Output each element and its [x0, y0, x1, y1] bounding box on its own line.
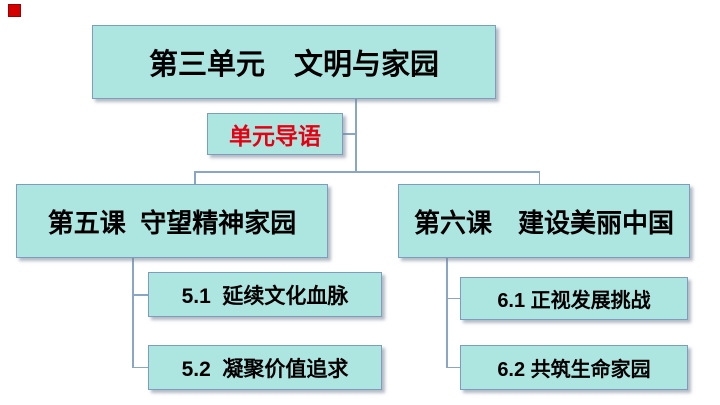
topic-5-2-box: 5.2 凝聚价值追求: [148, 345, 382, 390]
topic-6-2-box: 6.2 共筑生命家园: [460, 345, 688, 390]
unit-title-label: 第三单元 文明与家园: [148, 49, 439, 81]
unit-title-box: 第三单元 文明与家园: [92, 25, 496, 99]
connector-stub-5-2: [132, 366, 148, 368]
topic-6-1-box: 6.1 正视发展挑战: [460, 277, 688, 320]
connector-stub-5-1: [132, 294, 148, 296]
red-square-decoration: [8, 4, 21, 17]
topic-5-2-label: 5.2 凝聚价值追求: [181, 357, 349, 381]
lesson6-box: 第六课 建设美丽中国: [398, 184, 690, 258]
connector-title-vertical: [355, 99, 357, 172]
connector-horizontal-main: [194, 171, 540, 173]
lesson6-label: 第六课 建设美丽中国: [413, 207, 674, 238]
unit-intro-box: 单元导语: [207, 113, 343, 155]
connector-intro-stub: [343, 133, 356, 135]
lesson5-label: 第五课 守望精神家园: [47, 207, 297, 238]
topic-6-2-label: 6.2 共筑生命家园: [497, 359, 651, 381]
connector-drop-lesson5: [194, 171, 196, 184]
connector-lesson6-vertical: [446, 258, 448, 368]
unit-intro-label: 单元导语: [229, 123, 321, 149]
connector-lesson5-vertical: [132, 258, 134, 368]
topic-5-1-box: 5.1 延续文化血脉: [148, 272, 382, 317]
topic-5-1-label: 5.1 延续文化血脉: [181, 284, 349, 308]
lesson5-box: 第五课 守望精神家园: [16, 184, 328, 258]
topic-6-1-label: 6.1 正视发展挑战: [497, 290, 651, 312]
connector-stub-6-1: [446, 297, 460, 299]
connector-stub-6-2: [446, 366, 460, 368]
connector-drop-lesson6: [538, 171, 540, 184]
